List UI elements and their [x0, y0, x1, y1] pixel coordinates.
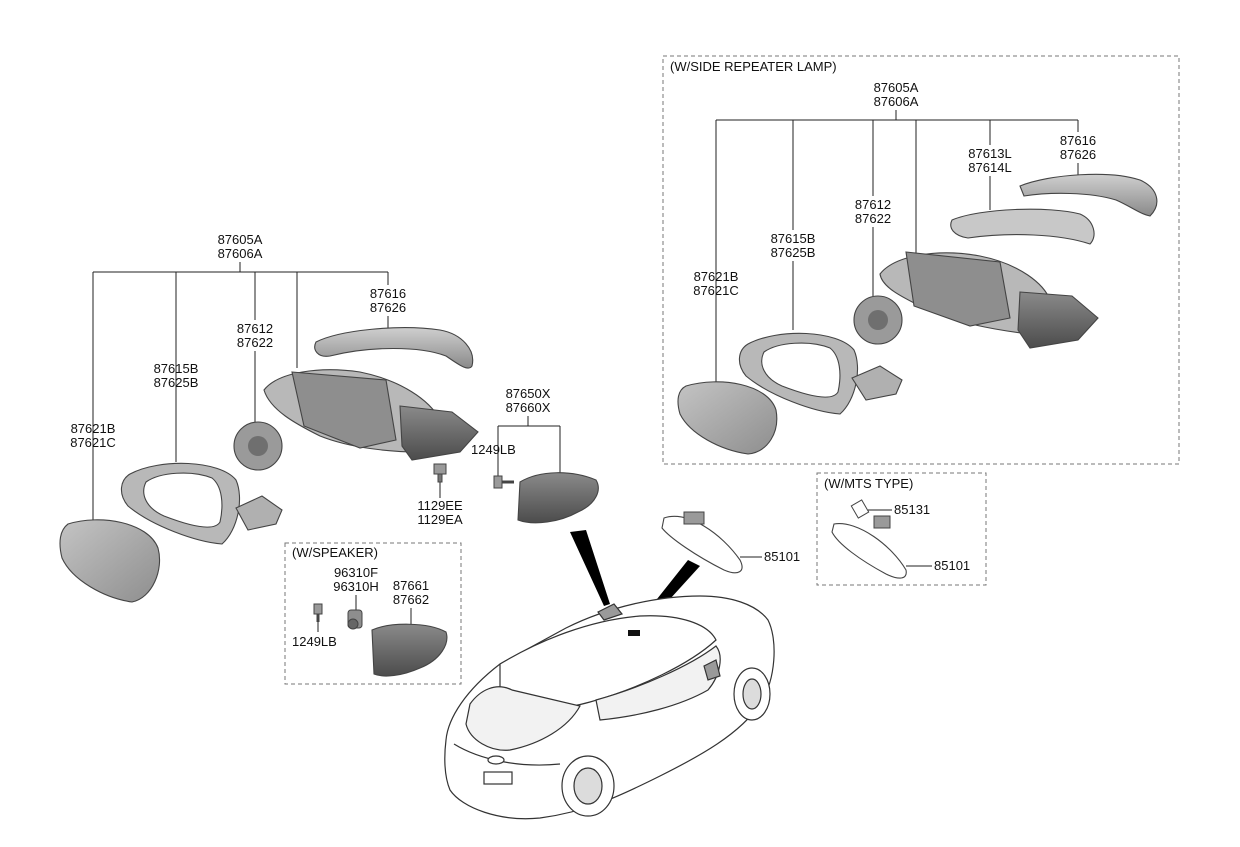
car-roof-antenna: [597, 603, 624, 621]
cover-number-1: 87616: [370, 286, 406, 301]
side-repeater-box-title: (W/SIDE REPEATER LAMP): [670, 59, 837, 74]
mts-box-title: (W/MTS TYPE): [824, 476, 913, 491]
speaker-box: (W/SPEAKER) 96310F 96310H 87661 87662 12…: [284, 542, 462, 685]
car-rear-glass: [465, 686, 581, 751]
housing-arm: [235, 495, 283, 531]
repeater-cover-number-2: 87626: [1060, 147, 1096, 162]
car-plate: [483, 771, 513, 785]
repeater-housing-number-2: 87625B: [771, 245, 816, 260]
assy-number-2: 87606A: [218, 246, 263, 261]
mts-box-border: [816, 472, 987, 586]
repeater-actuator-number-1: 87612: [855, 197, 891, 212]
speaker-unit-number-2: 96310H: [333, 579, 379, 594]
speaker-box-border: [284, 542, 462, 685]
repeater-cover-number-1: 87616: [1060, 133, 1096, 148]
inside-mirror-number: 85101: [764, 549, 800, 564]
mirror-housing-frame: [120, 462, 241, 545]
antenna-number-1: 87650X: [506, 386, 551, 401]
antenna-pointer: [570, 530, 610, 606]
assy-number-1: 87605A: [218, 232, 263, 247]
screw-icon: [493, 475, 514, 489]
mts-inside-mirror: [831, 523, 907, 579]
mts-mirror-number: 85101: [934, 558, 970, 573]
glass-number-2: 87621C: [70, 435, 116, 450]
car-side-mirror: [703, 659, 721, 681]
speaker-screw-number: 1249LB: [292, 634, 337, 649]
housing-number-2: 87625B: [154, 375, 199, 390]
mts-sensor-number: 85131: [894, 502, 930, 517]
antenna-screw-number: 1249LB: [471, 442, 516, 457]
antenna-cover: [517, 472, 599, 524]
repeater-lamp-number-1: 87613L: [968, 146, 1011, 161]
bolt-icon: [433, 463, 447, 483]
mts-box: (W/MTS TYPE) 85131 85101: [816, 472, 987, 586]
actuator-hub: [248, 436, 268, 456]
repeater-mirror-cover: [1019, 173, 1158, 217]
repeater-base-arm: [1017, 291, 1099, 349]
side-repeater-box: (W/SIDE REPEATER LAMP) 87605A 87606A 876…: [662, 55, 1180, 465]
glass-number-1: 87621B: [71, 421, 116, 436]
repeater-glass-number-1: 87621B: [694, 269, 739, 284]
inside-mirror-mount: [683, 511, 705, 525]
repeater-housing-frame: [738, 332, 859, 415]
mts-sensor: [850, 499, 891, 529]
repeater-actuator-number-2: 87622: [855, 211, 891, 226]
car-inside-mirror-mark: [628, 630, 640, 636]
repeater-assy-number-2: 87606A: [874, 94, 919, 109]
cover-number-2: 87626: [370, 300, 406, 315]
inside-mirror: [661, 515, 743, 574]
bolt-number-2: 1129EA: [417, 512, 463, 527]
speaker-cover-number-2: 87662: [393, 592, 429, 607]
main-mirror-assembly: 87605A 87606A 87616 87626 87612 87622 87…: [59, 232, 479, 603]
car-illustration: [444, 595, 775, 820]
speaker-unit-number-1: 96310F: [334, 565, 378, 580]
mirror-glass: [59, 519, 160, 603]
repeater-glass-number-2: 87621C: [693, 283, 739, 298]
car-badge: [487, 755, 505, 765]
actuator-number-1: 87612: [237, 321, 273, 336]
speaker-box-title: (W/SPEAKER): [292, 545, 378, 560]
speaker-cover-number-1: 87661: [393, 578, 429, 593]
car-rear-wheel-rim: [573, 767, 603, 805]
speaker-screw-icon: [313, 603, 323, 622]
car-front-wheel-rim: [742, 678, 762, 710]
housing-number-1: 87615B: [154, 361, 199, 376]
mirror-base-arm: [399, 405, 479, 461]
repeater-housing-number-1: 87615B: [771, 231, 816, 246]
repeater-actuator-hub: [868, 310, 888, 330]
mirror-cover: [314, 327, 474, 369]
repeater-mirror-glass: [677, 381, 778, 455]
speaker-cover: [371, 623, 448, 677]
repeater-housing-arm: [851, 365, 903, 401]
repeater-assy-number-1: 87605A: [874, 80, 919, 95]
repeater-lamp-number-2: 87614L: [968, 160, 1011, 175]
car-side-window: [595, 645, 721, 721]
repeater-base-mechanism: [905, 251, 1011, 327]
repeater-lamp: [950, 208, 1095, 245]
bolt-number-1: 1129EE: [417, 498, 463, 513]
antenna-assembly: 87650X 87660X 1249LB: [471, 386, 610, 606]
actuator-number-2: 87622: [237, 335, 273, 350]
mirror-base-mechanism: [291, 371, 397, 449]
antenna-number-2: 87660X: [506, 400, 551, 415]
speaker-unit: [347, 609, 363, 630]
